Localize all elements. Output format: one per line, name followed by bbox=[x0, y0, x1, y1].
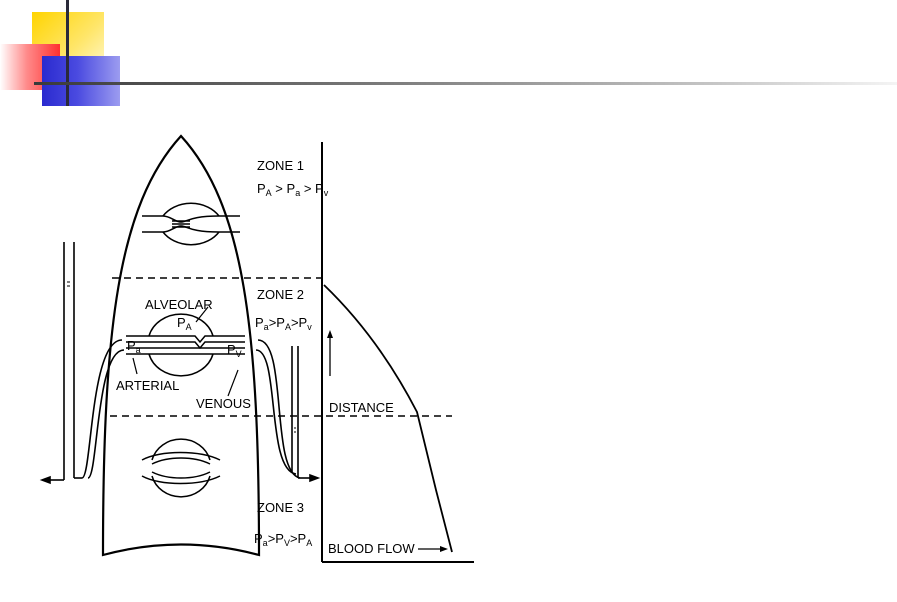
alveolar-pointer bbox=[195, 306, 209, 323]
zone2-relation: Pa>PA>Pv bbox=[255, 315, 312, 332]
venous-manometer bbox=[255, 339, 321, 483]
venous-pressure-label: PV bbox=[227, 342, 242, 359]
zone3-alveolus bbox=[141, 438, 221, 498]
decor-blue-square bbox=[42, 56, 120, 106]
alveolar-label: ALVEOLAR bbox=[145, 297, 213, 312]
blood-flow-label: BLOOD FLOW bbox=[328, 541, 415, 556]
blood-flow-arrow bbox=[418, 546, 448, 552]
alveolar-pressure-label: PA bbox=[177, 315, 192, 332]
distance-label: DISTANCE bbox=[329, 400, 394, 415]
blood-flow-curve bbox=[323, 284, 453, 553]
distance-arrow bbox=[327, 330, 333, 376]
venous-label: VENOUS bbox=[196, 396, 251, 411]
arterial-manometer bbox=[39, 242, 125, 485]
arterial-pressure-label: Pa bbox=[127, 338, 141, 355]
zone3-title: ZONE 3 bbox=[257, 500, 304, 515]
venous-pointer bbox=[227, 369, 239, 397]
decor-vertical-line bbox=[66, 0, 69, 106]
zone3-relation: Pa>PV>PA bbox=[254, 531, 312, 548]
zone2-title: ZONE 2 bbox=[257, 287, 304, 302]
decor-horizontal-line bbox=[34, 82, 897, 85]
zone2-alveolus bbox=[126, 313, 245, 377]
zone1-title: ZONE 1 bbox=[257, 158, 304, 173]
zone1-relation: PA > Pa > Pv bbox=[257, 181, 329, 198]
lung-outline bbox=[101, 134, 261, 557]
arterial-label: ARTERIAL bbox=[116, 378, 179, 393]
arterial-pointer bbox=[132, 357, 138, 375]
zone1-alveolus bbox=[142, 202, 240, 246]
